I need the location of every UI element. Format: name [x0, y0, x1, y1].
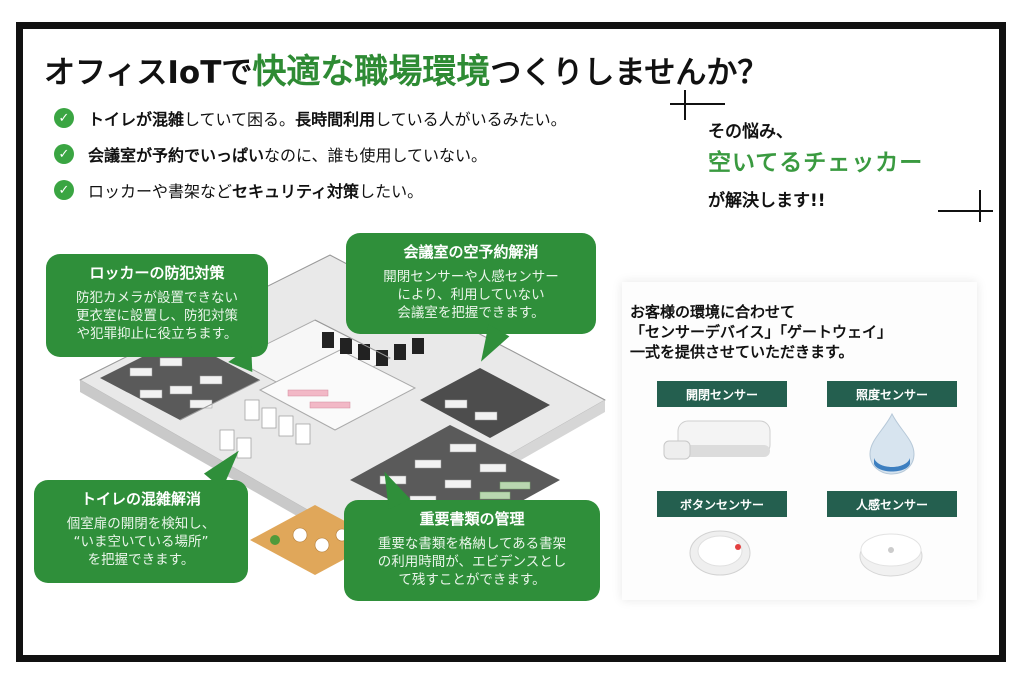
callout-text: 防犯カメラが設置できない 更衣室に設置し、防犯対策 や犯罪抑止に役立ちます。 [76, 290, 238, 342]
headline-part2: つくりしませんか？ [490, 55, 769, 91]
check-icon: ✓ [54, 180, 74, 200]
problem-text: ロッカーや書架など [88, 182, 233, 201]
button-sensor-image [689, 530, 751, 576]
callout-meeting-room: 会議室の空予約解消 開閉センサーや人感センサー により、利用していない 会議室を… [346, 233, 596, 334]
headline-part1: オフィスIoTで [44, 55, 253, 91]
illuminance-sensor-image [869, 412, 915, 475]
solution-tail: が解決します!! [708, 191, 826, 211]
headline-accent: 快適な職場環境 [252, 52, 491, 92]
problem-text: したい。 [359, 182, 424, 201]
callout-locker-security: ロッカーの防犯対策 防犯カメラが設置できない 更衣室に設置し、防犯対策 や犯罪抑… [46, 254, 268, 357]
product-label-illuminance: 照度センサー [827, 381, 957, 407]
open-close-sensor-image [663, 420, 771, 460]
callout-title: 重要書類の管理 [419, 510, 525, 528]
crosshair-decoration [938, 210, 993, 212]
problem-item: ✓ ロッカーや書架などセキュリティ対策したい。 [54, 172, 567, 208]
product-intro: お客様の環境に合わせて 「センサーデバイス」「ゲートウェイ」 一式を提供させてい… [630, 303, 893, 361]
problem-text: している人がいるみたい。 [375, 110, 567, 129]
problem-text: なのに、誰も使用していない。 [264, 146, 488, 165]
problem-text: していて困る。 [184, 110, 296, 129]
solution-lead: その悩み、 [708, 122, 793, 142]
crosshair-decoration [979, 190, 981, 222]
problem-emphasis: 長時間利用 [295, 110, 376, 129]
callout-toilet: トイレの混雑解消 個室扉の開閉を検知し、 “いま空いている場所” を把握できます… [34, 480, 248, 583]
problem-emphasis: セキュリティ対策 [232, 182, 360, 201]
callout-title: ロッカーの防犯対策 [89, 264, 225, 282]
crosshair-decoration [670, 103, 725, 105]
check-icon: ✓ [54, 108, 74, 128]
callout-text: 開閉センサーや人感センサー により、利用していない 会議室を把握できます。 [383, 269, 559, 321]
callout-text: 個室扉の開閉を検知し、 “いま空いている場所” を把握できます。 [66, 516, 216, 568]
solution-product-name: 空いてるチェッカー [708, 150, 924, 176]
callout-text: 重要な書類を格納してある書架 の利用時間が、エビデンスとし て残すことができます… [377, 536, 567, 588]
callout-title: トイレの混雑解消 [80, 490, 201, 508]
problem-list: ✓ トイレが混雑していて困る。長時間利用している人がいるみたい。 ✓ 会議室が予… [54, 100, 567, 208]
problem-emphasis: 会議室が予約でいっぱい [88, 146, 265, 165]
callout-documents: 重要書類の管理 重要な書類を格納してある書架 の利用時間が、エビデンスとし て残… [344, 500, 600, 601]
product-label-motion: 人感センサー [827, 491, 957, 517]
product-label-button: ボタンセンサー [657, 491, 787, 517]
problem-item: ✓ 会議室が予約でいっぱいなのに、誰も使用していない。 [54, 136, 567, 172]
problem-item: ✓ トイレが混雑していて困る。長時間利用している人がいるみたい。 [54, 100, 567, 136]
headline: オフィスIoTで快適な職場環境つくりしませんか？ [44, 44, 768, 93]
motion-sensor-image [859, 533, 923, 577]
callout-title: 会議室の空予約解消 [403, 243, 539, 261]
product-label-open-close: 開閉センサー [657, 381, 787, 407]
problem-emphasis: トイレが混雑 [88, 110, 185, 129]
crosshair-decoration [684, 90, 686, 120]
check-icon: ✓ [54, 144, 74, 164]
